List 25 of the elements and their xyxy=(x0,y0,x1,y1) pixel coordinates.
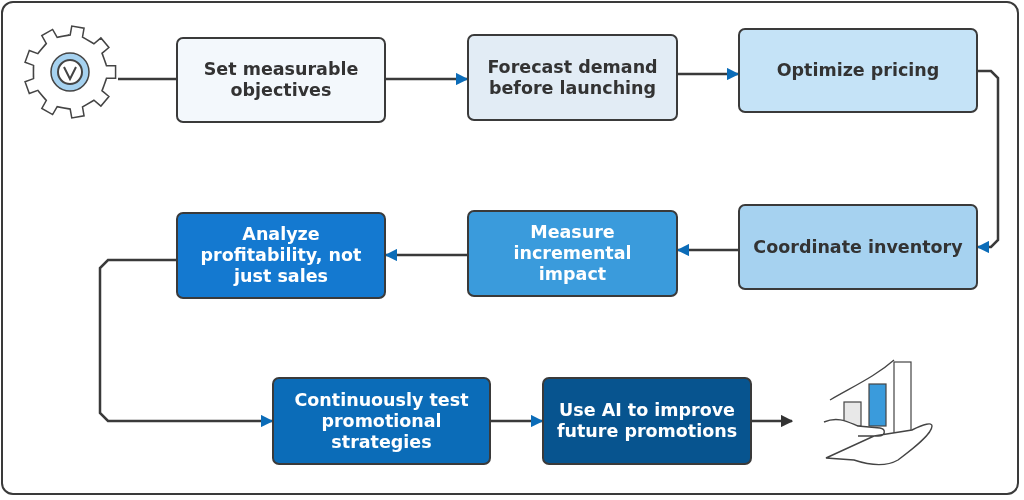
step-label: Set measurable objectives xyxy=(202,59,360,101)
arrow xyxy=(491,414,544,428)
process-box xyxy=(176,212,386,299)
process-box xyxy=(738,204,978,290)
arrow xyxy=(386,72,469,86)
arrow xyxy=(976,69,1000,254)
arrow xyxy=(384,248,467,262)
step-label: Measure incremental impact xyxy=(512,222,633,285)
arrow xyxy=(678,67,740,81)
process-box xyxy=(738,28,978,113)
arrow xyxy=(752,414,794,428)
process-box xyxy=(272,377,491,465)
step-label: Continuously test promotional strategies xyxy=(293,389,470,453)
arrow xyxy=(98,258,274,428)
process-box xyxy=(542,377,752,465)
step-label: Optimize pricing xyxy=(776,60,940,81)
step-label: Use AI to improve future promotions xyxy=(555,400,739,442)
process-box xyxy=(176,37,386,123)
connector-line xyxy=(118,77,176,81)
step-label: Forecast demand before launching xyxy=(486,56,659,99)
process-box xyxy=(467,210,678,297)
process-box xyxy=(467,34,678,121)
step-label: Analyze profitability, not just sales xyxy=(199,224,363,287)
arrow xyxy=(676,243,738,257)
step-label: Coordinate inventory xyxy=(753,236,963,258)
